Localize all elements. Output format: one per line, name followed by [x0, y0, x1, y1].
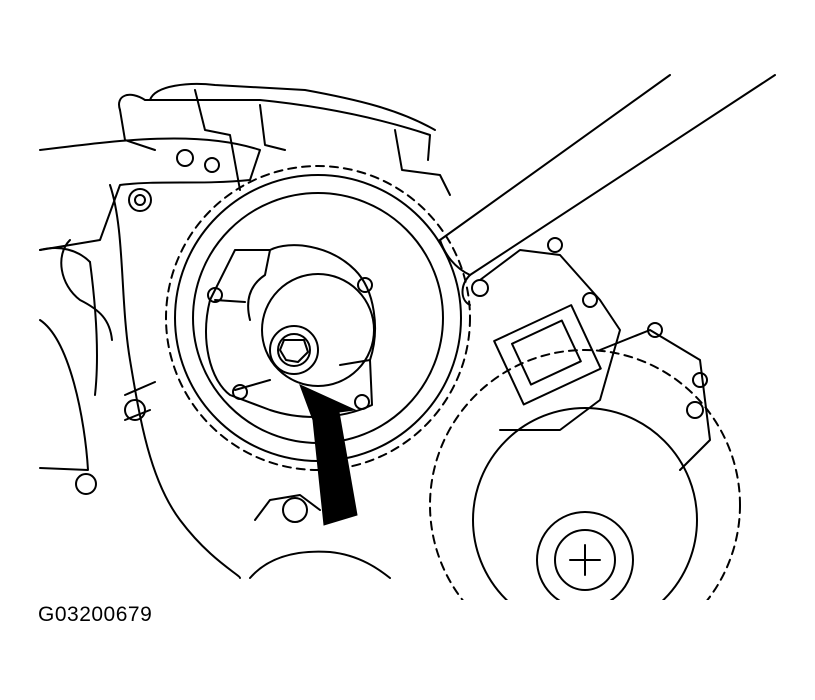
figure-code: G03200679 — [38, 603, 153, 626]
hub-bolt — [232, 384, 248, 400]
tensioner-block — [493, 304, 602, 406]
engine-timing-gear-illustration — [39, 74, 776, 600]
vvt-hub — [205, 244, 376, 418]
engine-block-inner — [109, 184, 241, 579]
block-bolt — [128, 188, 152, 212]
engine-block-lower — [39, 319, 89, 471]
crank-sprocket-hub — [536, 511, 634, 600]
engine-block-outline — [39, 137, 261, 251]
pointer-arrow — [299, 384, 358, 526]
wrench-handle — [439, 74, 671, 241]
block-bolt — [124, 399, 146, 421]
crank-sprocket-body — [472, 407, 698, 600]
hub-bolt — [357, 277, 373, 293]
chain-guide — [479, 249, 621, 431]
hub-bolt — [207, 287, 223, 303]
hub-bolt — [354, 394, 370, 410]
center-bolt — [277, 333, 311, 367]
crank-sprocket-outer — [429, 349, 741, 600]
center-bolt-washer — [269, 325, 319, 375]
upper-pipe — [118, 93, 431, 161]
